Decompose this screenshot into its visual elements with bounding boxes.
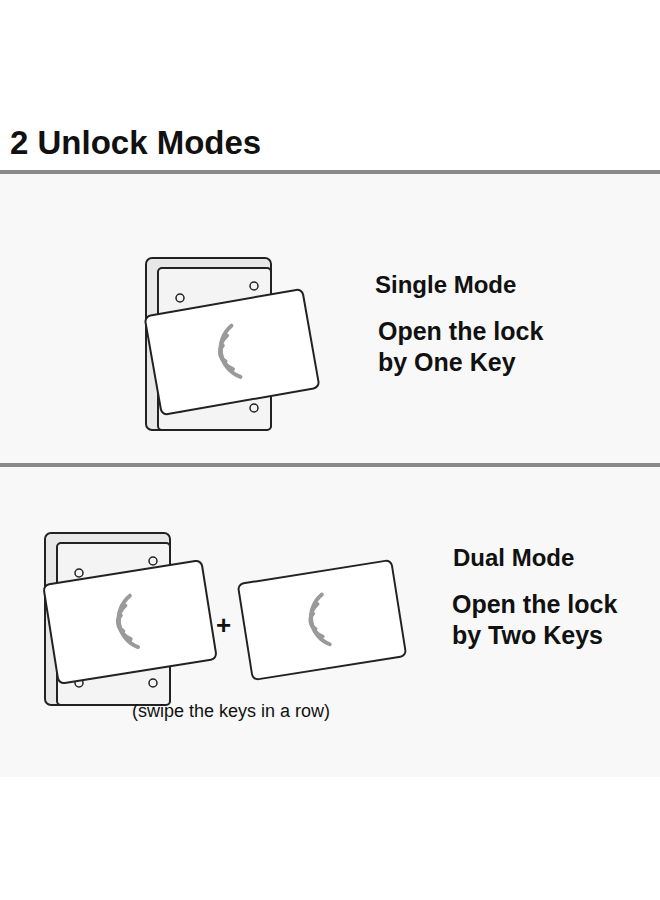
mode-description: Open the lock by One Key [378,316,568,379]
card-key [43,560,217,684]
note: (swipe the keys in a row) [132,700,382,723]
panel-ground [0,467,660,777]
divider-line [0,170,660,174]
mode-name: Single Mode [375,270,595,300]
plus-sign: + [216,609,240,642]
mode-name: Dual Mode [453,543,653,573]
mode-description: Open the lock by Two Keys [452,589,647,652]
panel-ground [0,174,660,463]
card-key [145,289,320,415]
card-key [238,560,406,680]
divider-line [0,463,660,467]
page-title: 2 Unlock Modes [10,122,261,163]
